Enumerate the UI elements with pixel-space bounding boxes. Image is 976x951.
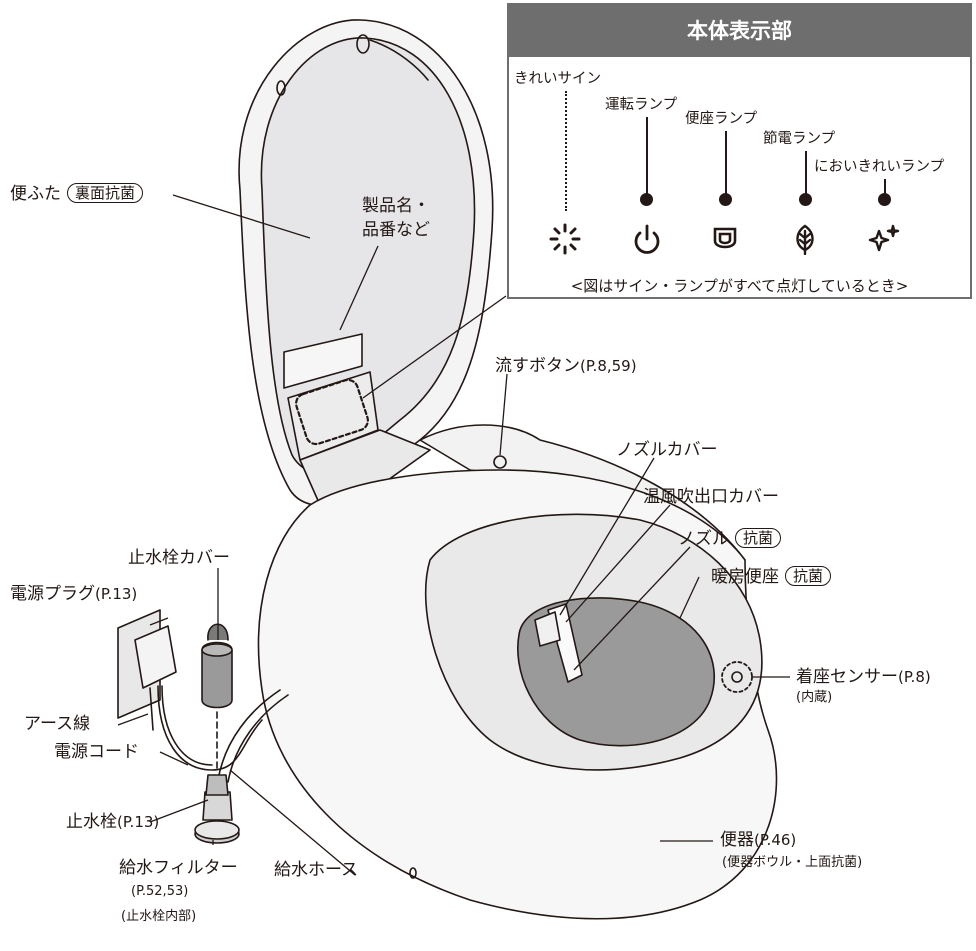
sparkle-star-icon: [868, 224, 900, 252]
seat-sensor-note: (内蔵): [796, 690, 833, 705]
lamp-label-seat: 便座ランプ: [685, 111, 758, 127]
lid-hinge-hole: [356, 34, 370, 54]
lid-label: 便ふた裏面抗菌: [10, 183, 144, 204]
seat-sensor-shape: [731, 671, 743, 683]
nozzle-cover-label: ノズルカバー: [616, 440, 718, 460]
stop-valve-shape: [202, 791, 233, 821]
seat-icon: [713, 227, 737, 249]
seat-sensor-label: 着座センサー(P.8): [796, 667, 931, 687]
product-label-plate: [283, 333, 363, 389]
lamp-label-clean-sign: きれいサイン: [514, 71, 601, 87]
power-plug-text: 電源プラグ: [10, 584, 95, 604]
bowl-label: 便器(P.46): [720, 830, 796, 850]
leaf-icon: [796, 224, 814, 255]
power-plug-label: 電源プラグ(P.13): [10, 584, 137, 604]
flush-button-text: 流すボタン: [495, 356, 580, 376]
supply-hose-label: 給水ホース: [274, 860, 359, 880]
power-cord-path: [157, 685, 263, 771]
seat-sensor-ref: (P.8): [898, 668, 931, 686]
heated-seat-text: 暖房便座: [711, 567, 779, 587]
water-filter-ref: (P.52,53): [131, 884, 189, 899]
product-name-label-1: 製品名・: [362, 196, 430, 216]
nozzle-badge: 抗菌: [735, 528, 782, 548]
nozzle-text: ノズル: [678, 529, 729, 549]
flush-button-shape: [493, 455, 507, 469]
product-name-label-2: 品番など: [362, 220, 430, 240]
hinge-block: [299, 429, 431, 506]
valve-cover-label: 止水栓カバー: [128, 548, 230, 568]
panel-title: 本体表示部: [509, 5, 970, 57]
water-filter-label: 給水フィルター: [119, 858, 238, 878]
bowl-ref: (P.46): [754, 831, 797, 849]
lid-label-text: 便ふた: [10, 184, 61, 204]
flush-button-ref: (P.8,59): [580, 357, 637, 375]
valve-cover-shape: [201, 641, 233, 709]
flush-button-label: 流すボタン(P.8,59): [495, 356, 637, 376]
lamp-label-operation: 運転ランプ: [605, 97, 678, 113]
lid-hinge-hole-2: [276, 80, 286, 96]
stop-valve-ref: (P.13): [117, 813, 160, 831]
power-cord-label: 電源コード: [54, 742, 139, 762]
lamp-label-power-save: 節電ランプ: [763, 131, 836, 147]
ground-wire-path: [149, 687, 154, 731]
display-highlight: [295, 378, 369, 446]
bowl-text: 便器: [720, 830, 754, 850]
ground-wire-label: アース線: [24, 714, 91, 734]
heated-seat-label: 暖房便座抗菌: [711, 566, 832, 587]
water-filter-note: (止水栓内部): [121, 909, 197, 924]
stop-valve-label: 止水栓(P.13): [66, 812, 159, 832]
supply-hose-path: [217, 689, 281, 781]
power-icon: [634, 224, 660, 254]
power-plug-shape: [134, 625, 177, 689]
heated-seat-badge: 抗菌: [785, 566, 832, 586]
sparkle-burst-icon: [549, 223, 581, 255]
bowl-note: (便器ボウル・上面抗菌): [722, 855, 863, 870]
lid-antibacterial-badge: 裏面抗菌: [67, 183, 144, 203]
stop-valve-text: 止水栓: [66, 812, 117, 832]
seat-sensor-text: 着座センサー: [796, 667, 898, 687]
display-panel-callout: 本体表示部 きれいサイン 運転ランプ 便座ランプ 節電ランプ においきれいランプ: [507, 3, 972, 299]
panel-caption: <図はサイン・ランプがすべて点灯しているとき>: [570, 277, 909, 295]
power-plug-ref: (P.13): [95, 585, 138, 603]
nozzle-label: ノズル抗菌: [678, 528, 782, 549]
lamp-label-deodorize: においきれいランプ: [814, 159, 945, 175]
warm-air-cover-label: 温風吹出口カバー: [643, 487, 779, 507]
